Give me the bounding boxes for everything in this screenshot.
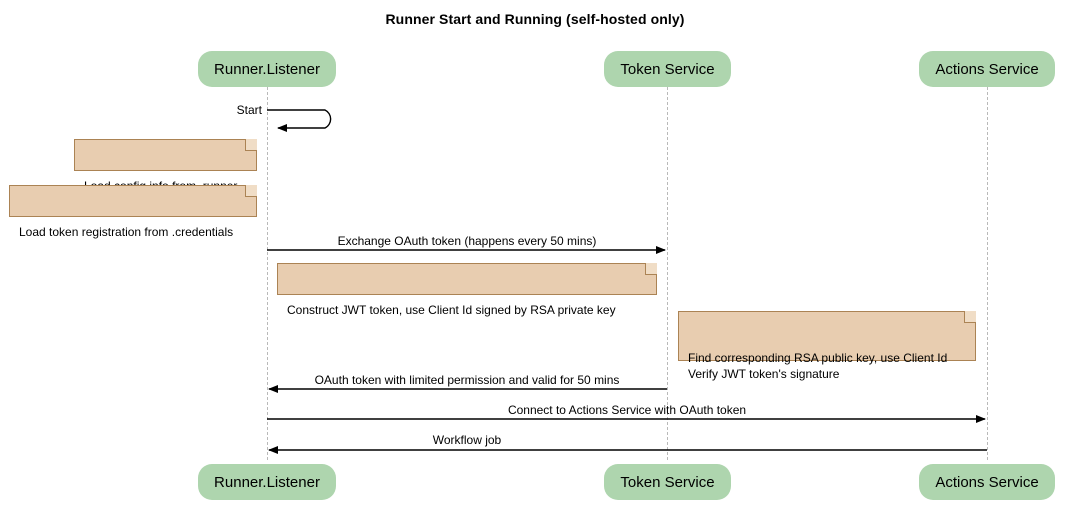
participant-token-top[interactable]: Token Service bbox=[604, 51, 731, 87]
note-fold-corner-icon bbox=[645, 263, 657, 275]
diagram-title: Runner Start and Running (self-hosted on… bbox=[385, 11, 685, 27]
participant-runner-top[interactable]: Runner.Listener bbox=[198, 51, 336, 87]
note-fold-corner-icon bbox=[964, 311, 976, 323]
participant-label: Actions Service bbox=[935, 473, 1039, 491]
lifeline-actions bbox=[987, 87, 988, 460]
note-text: Construct JWT token, use Client Id signe… bbox=[287, 303, 616, 317]
note-fold-corner-icon bbox=[245, 185, 257, 197]
note-text: Find corresponding RSA public key, use C… bbox=[688, 351, 948, 381]
note-load-token-registration: Load token registration from .credential… bbox=[9, 185, 257, 239]
message-label-workflow-job: Workflow job bbox=[432, 433, 502, 447]
participant-label: Token Service bbox=[620, 473, 715, 491]
note-construct-jwt-token: Construct JWT token, use Client Id signe… bbox=[277, 263, 657, 317]
lifeline-token bbox=[667, 87, 668, 460]
participant-label: Runner.Listener bbox=[214, 60, 320, 78]
note-fold-corner-icon bbox=[245, 139, 257, 151]
participant-actions-top[interactable]: Actions Service bbox=[919, 51, 1055, 87]
message-label-connect-to-actions-service: Connect to Actions Service with OAuth to… bbox=[507, 403, 747, 417]
participant-runner-bottom[interactable]: Runner.Listener bbox=[198, 464, 336, 500]
message-start-self-loop bbox=[267, 109, 332, 132]
participant-token-bottom[interactable]: Token Service bbox=[604, 464, 731, 500]
message-label-exchange-oauth-token: Exchange OAuth token (happens every 50 m… bbox=[337, 234, 597, 248]
participant-actions-bottom[interactable]: Actions Service bbox=[919, 464, 1055, 500]
message-label-oauth-token-returned: OAuth token with limited permission and … bbox=[314, 373, 620, 387]
note-verify-jwt-signature: Find corresponding RSA public key, use C… bbox=[678, 311, 976, 381]
message-label-start: Start bbox=[236, 103, 262, 117]
participant-label: Token Service bbox=[620, 60, 715, 78]
note-load-config-info: Load config info from .runner bbox=[74, 139, 257, 193]
participant-label: Actions Service bbox=[935, 60, 1039, 78]
note-text: Load token registration from .credential… bbox=[19, 225, 234, 239]
lifeline-runner bbox=[267, 87, 268, 460]
participant-label: Runner.Listener bbox=[214, 473, 320, 491]
